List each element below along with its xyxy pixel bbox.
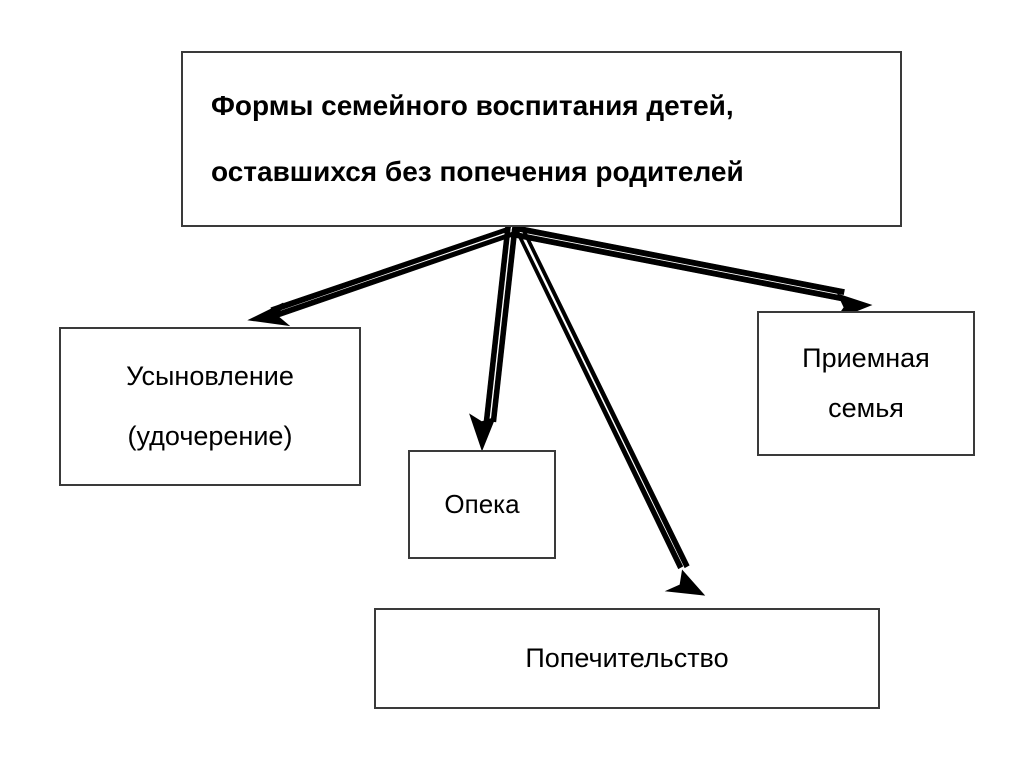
node-foster-line-2: семья [828,392,904,423]
node-adoption-line-1: Усыновление [126,361,294,392]
node-opeka[interactable]: Опека [408,450,556,559]
node-root-line-2: оставшихся без попечения родителей [211,156,744,187]
connector-root-to-opeka [469,226,518,452]
node-trusteeship-line-1: Попечительство [525,642,729,673]
node-adoption-line-2: (удочерение) [127,420,293,451]
node-root-line-1: Формы семейного воспитания детей, [211,90,734,122]
node-foster[interactable]: Приемная семья [757,311,975,456]
connector-root-to-adoption [247,225,514,327]
connector-root-to-foster [510,224,873,321]
node-foster-line-1: Приемная [802,342,930,373]
node-root[interactable]: Формы семейного воспитания детей, оставш… [181,51,902,227]
node-opeka-line-1: Опека [444,488,520,519]
node-adoption[interactable]: Усыновление (удочерение) [59,327,361,486]
node-trusteeship[interactable]: Попечительство [374,608,880,709]
